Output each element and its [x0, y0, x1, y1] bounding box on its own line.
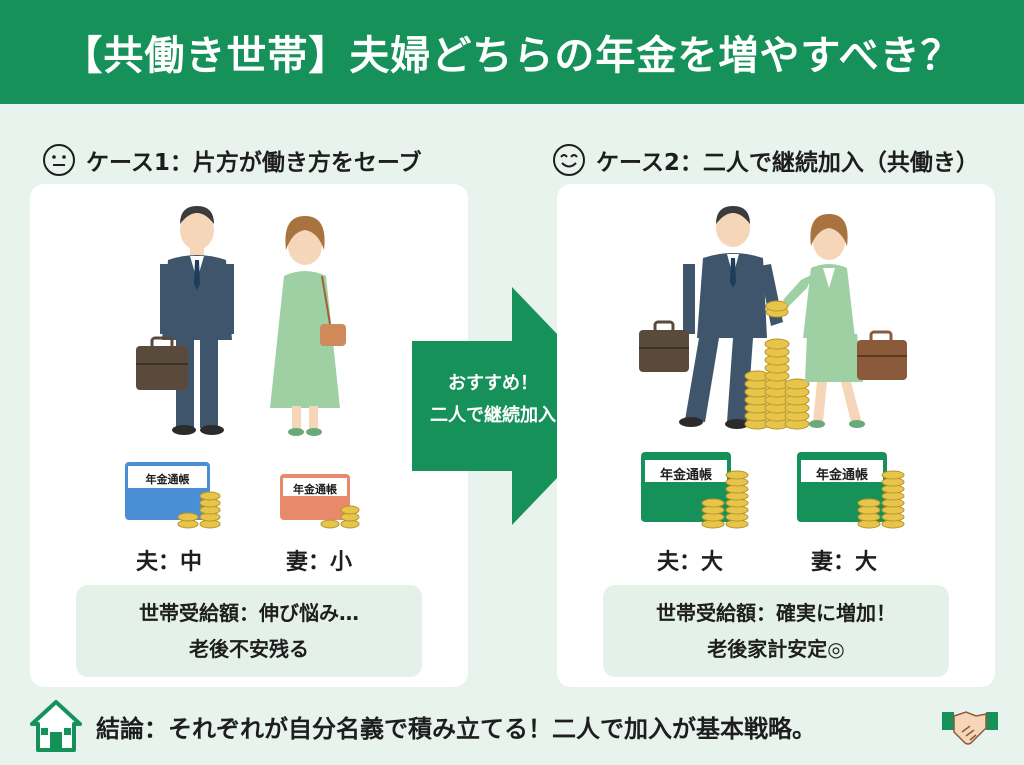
husband-figure	[679, 206, 783, 429]
case2-title: ケース2：二人で継続加入（共働き）	[596, 150, 979, 176]
husband-book-label: 年金通帳	[659, 468, 712, 483]
neutral-face-icon	[43, 144, 75, 176]
husband-book-label: 年金通帳	[145, 473, 190, 486]
husband-label: 夫：大	[656, 550, 723, 575]
wife-label: 妻：大	[810, 550, 877, 575]
briefcase-icon	[857, 330, 907, 380]
case2-heading: ケース2：二人で継続加入（共働き）	[552, 140, 979, 180]
case1-summary-line2: 老後不安残る	[189, 637, 309, 661]
coin-stack	[857, 470, 905, 529]
coin-stack	[320, 505, 360, 529]
wife-figure	[783, 214, 865, 428]
wife-pension-book	[280, 474, 360, 529]
case2-summary-line2: 老後家計安定◎	[707, 637, 845, 661]
case1-summary-line1: 世帯受給額：伸び悩み…	[139, 601, 359, 625]
case2-panel: 年金通帳 年金通帳 夫：大 妻：大 世帯受給額：確実に増加！ 老後家計安定◎	[557, 184, 995, 687]
case1-illustration	[125, 206, 360, 529]
husband-pension-book	[125, 462, 221, 529]
wife-figure	[270, 216, 346, 436]
handshake-icon	[942, 711, 998, 745]
coin-stack	[744, 300, 810, 430]
husband-label: 夫：中	[135, 550, 202, 575]
case1-summary: 世帯受給額：伸び悩み… 老後不安残る	[76, 585, 422, 677]
case2-summary: 世帯受給額：確実に増加！ 老後家計安定◎	[603, 585, 949, 677]
case2-summary-line1: 世帯受給額：確実に増加！	[656, 601, 896, 625]
coin-stack	[177, 491, 221, 529]
case1-heading: ケース1：片方が働き方をセーブ	[42, 140, 421, 180]
briefcase-icon	[136, 336, 188, 390]
house-icon	[30, 700, 82, 752]
recommend-text: おすすめ！ 二人で継続加入	[418, 368, 568, 432]
smiling-face-icon	[553, 144, 585, 176]
husband-pension-book	[641, 452, 749, 529]
arrow-line2: 二人で継続加入	[430, 405, 556, 426]
page-title: 【共働き世帯】夫婦どちらの年金を増やすべき？	[0, 0, 1024, 104]
wife-book-label: 年金通帳	[293, 483, 337, 496]
briefcase-icon	[639, 320, 689, 372]
conclusion-text: 結論：それぞれが自分名義で積み立てる！二人で加入が基本戦略。	[96, 714, 816, 743]
case1-panel: 年金通帳 年金通帳 夫：中 妻：小 世帯受給額：伸び悩み… 老後不安残る	[30, 184, 468, 687]
arrow-line1: おすすめ！	[448, 373, 538, 394]
case2-illustration	[639, 206, 907, 529]
wife-pension-book	[797, 452, 905, 529]
wife-book-label: 年金通帳	[815, 468, 868, 483]
coin-stack	[701, 470, 749, 529]
wife-label: 妻：小	[285, 550, 352, 575]
case1-title: ケース1：片方が働き方をセーブ	[86, 150, 422, 176]
husband-figure	[160, 206, 234, 435]
recommend-arrow	[412, 287, 626, 525]
